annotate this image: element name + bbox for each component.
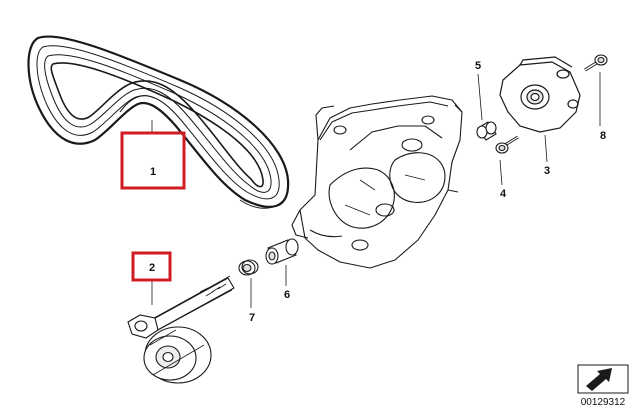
tensioner-assembly [127, 275, 235, 384]
engine-bracket [291, 95, 463, 269]
bushing [265, 238, 299, 265]
hex-bolt [584, 54, 608, 72]
part-id-badge: 00129312 [577, 364, 629, 408]
callout-number-5: 5 [475, 60, 481, 72]
callout-number-2: 2 [149, 262, 155, 274]
callout-number-7: 7 [249, 312, 255, 324]
callout-number-6: 6 [284, 289, 290, 301]
tension-pulley [499, 56, 581, 133]
washer [238, 259, 259, 276]
arrow-icon [586, 368, 612, 391]
pulley-bolt [495, 135, 519, 154]
callout-number-8: 8 [600, 130, 606, 142]
callout-number-4: 4 [500, 188, 507, 200]
leader-lines [151, 72, 601, 308]
part-id-number: 00129312 [581, 397, 626, 408]
callout-number-3: 3 [544, 165, 550, 177]
callout-box-2 [131, 251, 172, 282]
spacer-sleeve [476, 121, 497, 141]
callout-box-1 [120, 131, 186, 190]
callout-number-1: 1 [150, 166, 156, 178]
drive-belt [27, 35, 290, 209]
